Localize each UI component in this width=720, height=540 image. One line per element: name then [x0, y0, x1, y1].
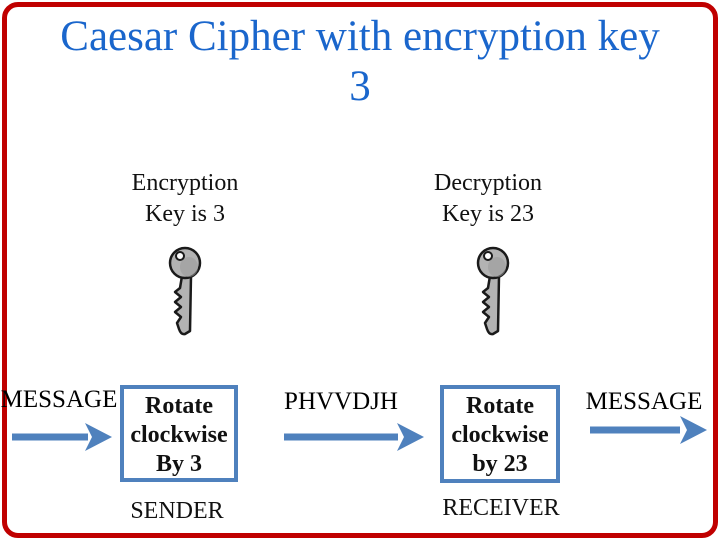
slide-title: Caesar Cipher with encryption key 3 [10, 12, 710, 112]
arrow-head [680, 416, 707, 444]
encryption-key-label-line2: Key is 3 [145, 201, 225, 227]
arrow-cipher-to-decrypt-icon [284, 423, 424, 451]
receiver-label: RECEIVER [442, 495, 560, 521]
encrypt-box-line3: By 3 [155, 451, 202, 477]
decryption-key-label-line1: Decryption [434, 170, 542, 196]
decryption-key-label-line2: Key is 23 [442, 201, 534, 227]
key-hole [175, 251, 185, 261]
encrypt-box-line2: clockwise [130, 422, 228, 448]
encryption-key-label-line1: Encryption [131, 170, 239, 196]
key-shaft [173, 274, 193, 336]
plaintext-input-label: MESSAGE [0, 386, 118, 413]
encrypt-box-line1: Rotate [145, 393, 213, 419]
arrow-message-out-icon [590, 416, 707, 444]
sender-label: SENDER [130, 498, 224, 524]
key-head-shade [488, 257, 506, 277]
key-hole [483, 251, 493, 261]
ciphertext-label: PHVVDJH [284, 388, 398, 415]
decryption-key-label: Decryption Key is 23 [418, 168, 558, 230]
plaintext-output-label: MESSAGE [585, 388, 703, 415]
key-head-shade [180, 257, 198, 277]
slide-title-line1: Caesar Cipher with encryption key [60, 13, 660, 60]
slide-title-line2: 3 [349, 63, 371, 110]
key-shaft [481, 274, 501, 336]
arrow-head [397, 423, 424, 451]
arrow-head [85, 423, 112, 451]
decrypt-box-line1: Rotate [466, 393, 534, 419]
decrypt-box-line2: clockwise [451, 422, 549, 448]
decrypt-box-line3: by 23 [472, 451, 528, 477]
encrypt-process-box: Rotate clockwise By 3 [120, 385, 238, 482]
decrypt-process-box: Rotate clockwise by 23 [440, 385, 560, 483]
arrow-message-to-encrypt-icon [12, 423, 112, 451]
key-icon [168, 246, 202, 336]
encryption-key-label: Encryption Key is 3 [115, 168, 255, 230]
key-icon [476, 246, 510, 336]
